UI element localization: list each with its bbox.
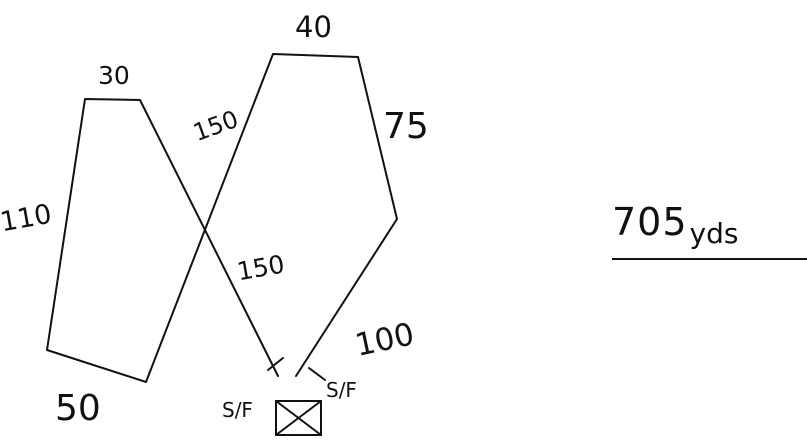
left-loop-path [46,53,398,383]
total-distance-value: 705 [612,200,688,244]
total-underline [612,258,807,260]
segment-label-30: 30 [98,61,130,90]
start-finish-label-left: S/F [222,398,253,422]
start-finish-tick-left [267,357,284,371]
segment-label-150-lower: 150 [235,249,287,286]
segment-label-100: 100 [352,316,417,364]
segment-label-40: 40 [295,10,332,44]
start-finish-tick-right [308,367,326,381]
segment-label-150-upper: 150 [189,105,242,147]
start-finish-label-right: S/F [326,378,357,402]
segment-label-50: 50 [55,388,101,429]
start-finish-box [275,400,322,436]
total-distance-unit: yds [689,217,739,250]
segment-label-75: 75 [383,106,429,147]
total-distance: 705yds [612,200,738,248]
segment-label-110: 110 [0,199,54,238]
